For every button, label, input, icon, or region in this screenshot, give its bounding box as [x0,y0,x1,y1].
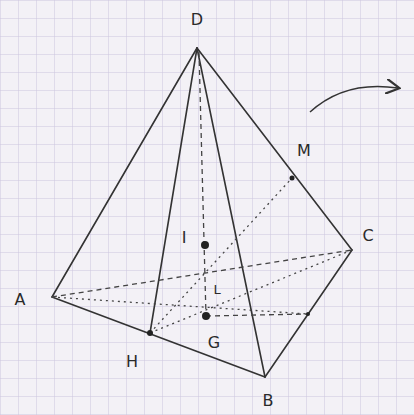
point-label-holder: H [126,353,138,371]
points [147,176,310,337]
point-label-holder: D [191,11,203,29]
point-label-holder: A [15,291,26,309]
point-label: G [208,335,220,351]
dotted-lines [52,178,352,333]
point-label: H [126,354,138,370]
point-label: B [263,393,274,409]
point-label: L [213,283,220,296]
point-label: C [362,228,373,244]
point-label: I [182,230,187,246]
point-label: M [297,143,311,159]
point-label-holder: L [213,280,220,298]
point-label: D [191,12,203,28]
point-label-holder: M [297,142,311,160]
solid-edges [52,48,352,377]
arrow [310,86,398,112]
point-label-holder: I [182,229,187,247]
hidden-edges [52,52,352,316]
point-label: A [15,292,26,308]
point-label-holder: B [263,392,274,410]
point-label-holder: C [362,227,373,245]
point-label-holder: G [208,334,220,352]
